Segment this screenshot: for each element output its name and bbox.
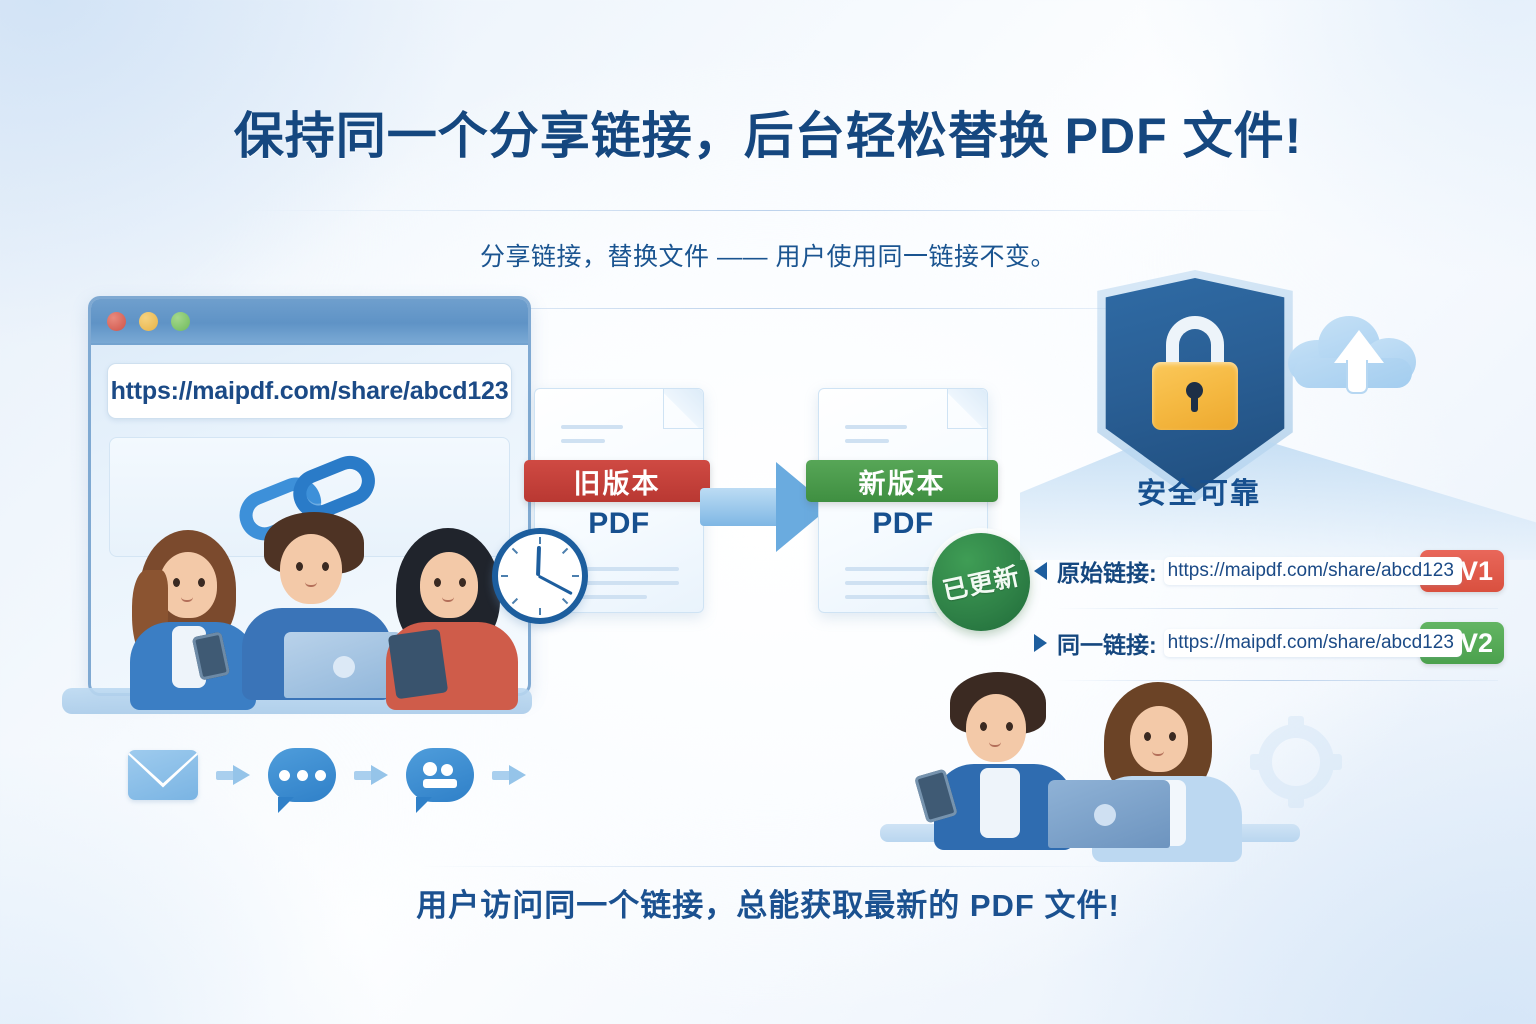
mouth [989,742,1001,747]
text-line [845,425,907,429]
status-badge-updated: 已更新 [932,533,1030,631]
link-row-divider [1056,680,1498,681]
head [159,552,217,618]
caption-divider [418,866,1118,867]
link-row-same[interactable]: 同一链接: https://maipdf.com/share/abcd123 V… [1034,620,1504,681]
shield-lock-icon [1097,270,1293,503]
eye-right [459,578,466,587]
url-bar[interactable]: https://maipdf.com/share/abcd123 [107,363,512,419]
person-woman-with-phone [118,530,268,710]
text-line [561,581,679,585]
text-line [845,595,931,599]
head [280,534,342,604]
page-fold [663,389,703,429]
laptop-logo [333,656,355,678]
arrow-right-icon [216,765,250,785]
triangle-right-icon [1034,634,1047,652]
close-icon[interactable] [107,311,126,331]
person-man-with-laptop [240,512,410,702]
page-fold [947,389,987,429]
mouth [442,597,454,602]
eye-right [1006,722,1013,731]
text-line [561,595,647,599]
eye-left [173,578,180,587]
mouth [181,597,193,602]
tablet-icon [387,628,449,700]
status-badge-label: 已更新 [940,562,1023,606]
link-row-divider [1056,608,1498,609]
bottom-caption: 用户访问同一个链接，总能获取最新的 PDF 文件! [416,888,1120,923]
mouth [1152,751,1164,756]
person-woman-with-laptop-right [1048,682,1256,862]
group-chat-bubble-icon[interactable] [406,748,474,813]
arrow-right-icon [354,765,388,785]
tag-new-version: 新版本 [806,460,998,502]
chat-bubble-icon[interactable] [268,748,336,813]
triangle-left-icon [1034,562,1047,580]
eye-left [434,578,441,587]
text-line [561,425,623,429]
head [1130,706,1188,772]
share-flow-row [128,748,526,813]
divider-bottom [248,308,1288,309]
version-badge-v1-label: V1 [1459,555,1493,586]
shirt-white [980,768,1020,838]
text-line [561,567,679,571]
head [420,552,478,618]
divider-top [248,210,1288,211]
browser-titlebar [91,299,528,345]
eye-right [1169,732,1176,741]
mouth [305,582,317,587]
text-line [845,567,963,571]
eye-left [1144,732,1151,741]
person-man-with-phone-right [914,672,1088,850]
link-row-original[interactable]: 原始链接: https://maipdf.com/share/abcd123 V… [1034,548,1504,609]
arrow-right-icon [492,765,526,785]
tag-old-version-label: 旧版本 [573,468,661,499]
clock-icon [492,528,588,624]
head [966,694,1026,762]
pdf-label-old: PDF [588,507,650,540]
page-subtitle: 分享链接，替换文件 —— 用户使用同一链接不变。 [480,243,1056,271]
link-rows: 原始链接: https://maipdf.com/share/abcd123 V… [1034,548,1504,681]
link-row-original-url[interactable]: https://maipdf.com/share/abcd123 [1163,557,1462,585]
header: 保持同一个分享链接，后台轻松替换 PDF 文件! 分享链接，替换文件 —— 用户… [0,0,1536,309]
gear-icon [1250,716,1342,808]
link-row-same-url[interactable]: https://maipdf.com/share/abcd123 [1163,629,1462,657]
eye-left [980,722,987,731]
minimize-icon[interactable] [139,311,158,331]
link-row-original-label: 原始链接: [1057,560,1157,586]
eye-right [198,578,205,587]
tag-new-version-label: 新版本 [858,468,946,499]
envelope-icon[interactable] [128,750,198,800]
eye-right [322,562,329,571]
url-text: https://maipdf.com/share/abcd123 [110,376,509,405]
link-row-same-label: 同一链接: [1057,632,1157,658]
maximize-icon[interactable] [171,311,190,331]
page-title: 保持同一个分享链接，后台轻松替换 PDF 文件! [233,108,1303,164]
lock-keyhole [1186,382,1203,412]
text-line [561,439,605,443]
eye-left [296,562,303,571]
version-badge-v2-label: V2 [1459,627,1493,658]
person-woman-with-tablet [378,528,528,710]
security-label: 安全可靠 [1136,478,1261,510]
laptop-logo [1094,804,1116,826]
tag-old-version: 旧版本 [524,460,710,502]
text-line [845,439,889,443]
cloud-upload-icon [1288,314,1420,394]
pdf-label-new: PDF [872,507,934,540]
text-line [845,581,963,585]
